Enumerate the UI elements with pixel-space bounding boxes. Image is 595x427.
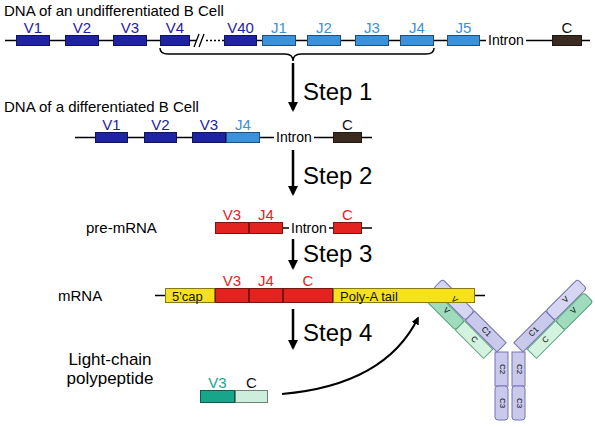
segment-label: J4 (409, 20, 425, 35)
row-title: DNA of a differentiated B Cell (4, 99, 199, 114)
domain-label: C2 (498, 364, 506, 374)
segment-label: J4 (258, 207, 274, 222)
molecule-label: pre-mRNA (86, 220, 157, 235)
gene-segment: V40 (224, 35, 257, 46)
gene-segment: J3 (355, 35, 389, 46)
molecule-label: mRNA (58, 288, 102, 303)
bracket (160, 48, 434, 61)
intron-label: Intron (486, 33, 526, 47)
gene-segment: J4 (249, 288, 283, 303)
heavy-chain-domain (495, 386, 508, 420)
break-mark (194, 34, 204, 47)
segment-label: J3 (364, 20, 380, 35)
domain-label: C3 (498, 398, 506, 408)
gene-segment: J5 (447, 35, 480, 46)
segment-label: V40 (227, 20, 254, 35)
gene-segment: C (333, 132, 362, 143)
segment-label: J2 (316, 20, 332, 35)
segment-label: C (562, 20, 573, 35)
segment-label: V3 (223, 207, 241, 222)
gene-segment: C (235, 390, 268, 403)
segment-label: J4 (235, 117, 251, 132)
segment-label: V3 (208, 375, 226, 390)
segment-label: V4 (166, 20, 184, 35)
segment-label: V3 (223, 273, 241, 288)
antibody-arm (514, 279, 595, 362)
domain-label: C2 (515, 364, 523, 374)
gene-segment: V3 (200, 390, 235, 403)
gene-segment: V4 (160, 35, 190, 46)
gene-segment: V1 (16, 35, 50, 46)
segment-label: C (303, 273, 314, 288)
gene-segment: V3 (192, 132, 226, 143)
gene-segment: C (283, 288, 333, 303)
intron-label: Intron (274, 130, 314, 144)
light-chain-domain (556, 293, 593, 330)
segment-label: V1 (24, 20, 42, 35)
heavy-chain-domain (512, 352, 525, 386)
segment-label: C (246, 375, 257, 390)
step-arrow (292, 150, 295, 194)
gene-segment: J4 (249, 222, 283, 234)
heavy-chain-domain (512, 386, 525, 420)
segment-label: J1 (271, 20, 287, 35)
gene-segment: J1 (262, 35, 296, 46)
step-arrow (292, 239, 295, 268)
segment-label: 5'cap (172, 289, 203, 302)
segment-label: J4 (258, 273, 274, 288)
gene-segment: V1 (95, 132, 128, 143)
heavy-chain-domain (495, 352, 508, 386)
step-arrow (292, 63, 295, 110)
gene-segment: V2 (144, 132, 177, 143)
gene-segment: 5'cap (165, 288, 215, 303)
step-label: Step 2 (303, 164, 372, 188)
segment-label: V2 (151, 117, 169, 132)
gene-segment: J2 (307, 35, 341, 46)
gene-segment: J4 (226, 132, 260, 143)
step-label: Step 1 (303, 80, 372, 104)
light-chain-domain (527, 321, 564, 358)
step-label: Step 4 (303, 321, 372, 345)
step-arrow (292, 309, 295, 348)
segment-label: Poly-A tail (340, 289, 398, 302)
gene-segment: C (552, 35, 582, 46)
dotted-strand (206, 40, 224, 42)
step-label: Step 3 (303, 242, 372, 266)
segment-label: V1 (102, 117, 120, 132)
assembly-arrow (282, 318, 418, 394)
segment-label: J5 (456, 20, 472, 35)
molecule-label: Light-chain polypeptide (45, 351, 175, 388)
row-title: DNA of an undifferentiated B Cell (4, 3, 224, 18)
gene-segment: V3 (215, 222, 249, 234)
gene-segment: J4 (400, 35, 434, 46)
intron-label: Intron (289, 221, 329, 235)
segment-label: C (342, 207, 353, 222)
segment-label: V2 (73, 20, 91, 35)
light-chain-domain (455, 321, 492, 358)
gene-segment: C (333, 222, 362, 234)
gene-segment: V2 (65, 35, 99, 46)
domain-label: C3 (515, 398, 523, 408)
segment-label: V3 (200, 117, 218, 132)
segment-label: V3 (121, 20, 139, 35)
gene-segment: V3 (215, 288, 249, 303)
gene-segment: V3 (113, 35, 147, 46)
segment-label: C (342, 117, 353, 132)
